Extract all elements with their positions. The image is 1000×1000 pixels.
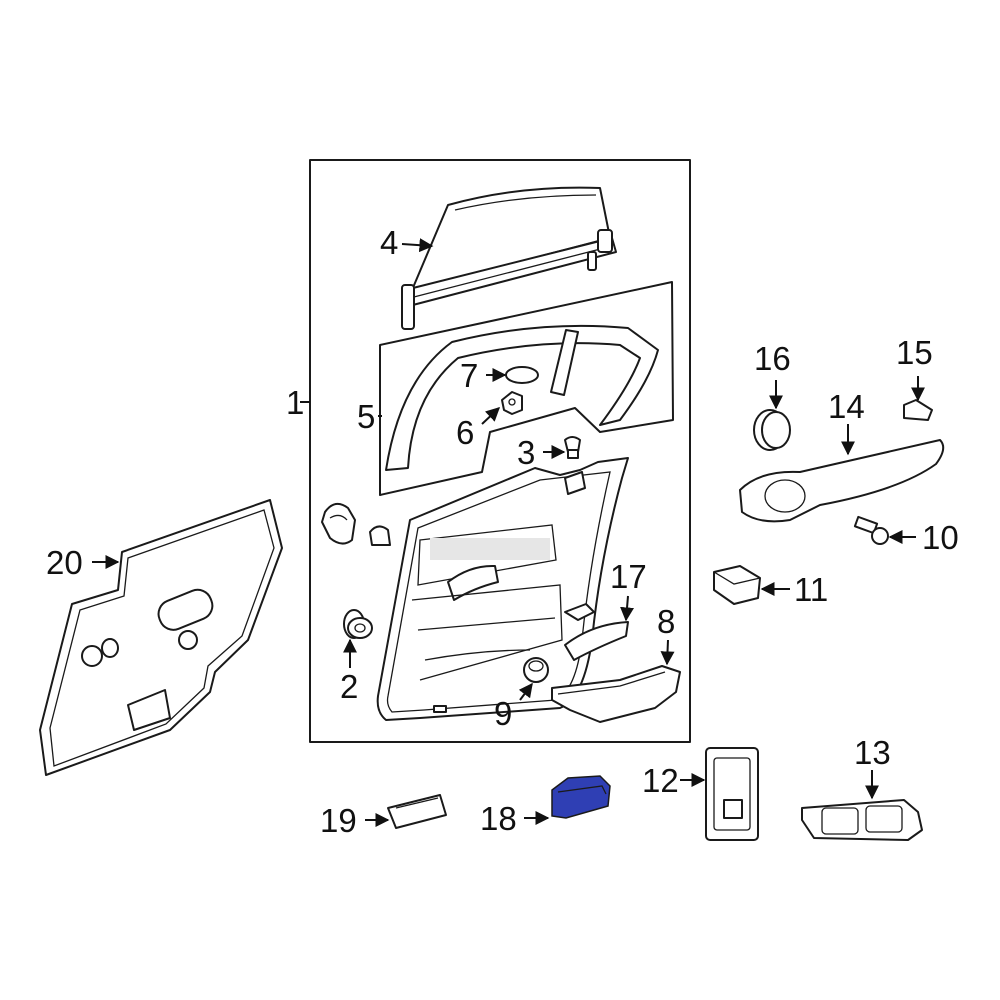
callout-13: 13	[854, 734, 891, 771]
callout-14: 14	[828, 388, 865, 425]
callout-17: 17	[610, 558, 647, 595]
callout-9: 9	[494, 695, 512, 732]
part-7-cap[interactable]	[505, 366, 539, 384]
callout-1: 1	[286, 384, 304, 421]
part-15-clip[interactable]	[903, 399, 933, 421]
part-2-speaker[interactable]	[343, 609, 373, 639]
callout-15: 15	[896, 334, 933, 371]
part-20-insulation-panel[interactable]	[39, 499, 283, 776]
part-9-knob[interactable]	[523, 657, 549, 683]
callout-6: 6	[456, 414, 474, 451]
part-10-screw[interactable]	[853, 515, 889, 545]
part-18-fill	[551, 775, 611, 819]
callout-11: 11	[794, 571, 828, 608]
part-tweeter-bracket	[564, 471, 586, 495]
callout-18: 18	[480, 800, 517, 837]
part-3-push-clip[interactable]	[564, 436, 581, 459]
part-13-seat-switch[interactable]	[801, 799, 923, 841]
part-speaker-bracket	[321, 502, 356, 545]
part-12-window-switch[interactable]	[705, 747, 759, 841]
part-18-highlighted[interactable]	[551, 775, 611, 819]
door-trim-panel	[376, 457, 629, 721]
part-8-armrest[interactable]	[551, 665, 681, 723]
part-5-window-frame-panel[interactable]	[379, 281, 674, 496]
part-6-clip[interactable]	[501, 391, 523, 415]
assembly-frame	[309, 159, 691, 743]
part-19-lamp[interactable]	[387, 794, 447, 829]
callout-16: 16	[754, 340, 791, 377]
callout-2: 2	[340, 668, 358, 705]
part-4-sunshade[interactable]	[401, 186, 617, 330]
callout-12: 12	[642, 762, 679, 799]
part-grommet	[369, 525, 391, 546]
callout-3: 3	[517, 434, 535, 471]
callout-20: 20	[46, 544, 83, 581]
callout-19: 19	[320, 802, 357, 839]
part-17-handle-bezel[interactable]	[564, 603, 629, 661]
callout-4: 4	[380, 224, 398, 261]
callout-5: 5	[357, 398, 375, 435]
part-11-switch-housing[interactable]	[713, 565, 761, 605]
callout-8: 8	[657, 603, 675, 640]
part-14-trim-strip[interactable]	[739, 439, 945, 523]
callout-7: 7	[460, 357, 478, 394]
part-16-speaker-cover[interactable]	[753, 409, 791, 451]
callout-10: 10	[922, 519, 959, 556]
